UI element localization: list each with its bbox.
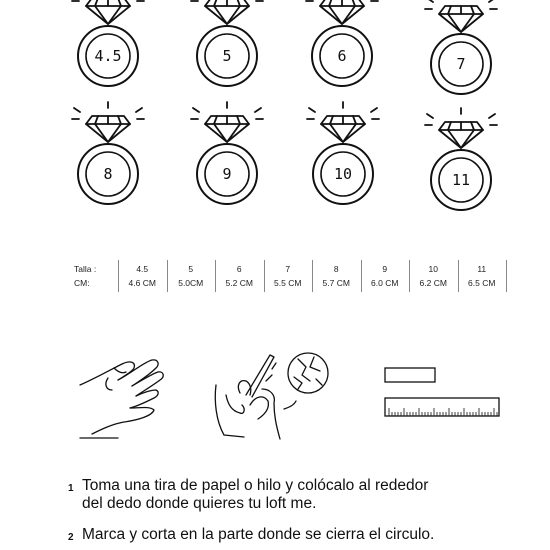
table-divider [166,260,168,292]
table-column: 5 5.0CM [167,258,216,294]
talla-value: 4.5 [136,264,149,274]
step-text-line1: Toma una tira de papel o hilo y colócalo… [82,477,429,494]
ring-size-6: 10 [303,101,383,216]
cm-value: 5.7 CM [322,278,350,288]
cm-value: 6.2 CM [419,278,447,288]
table-divider [360,260,362,292]
ruler-icon [384,367,500,417]
cm-value: 5.0CM [178,278,204,288]
step-number: 1 [68,483,74,494]
table-column: 9 6.0 CM [361,258,410,294]
ring-size-label: 8 [103,165,113,183]
hand-icon [79,359,164,439]
diamond-ring-icon [306,101,380,205]
size-table: Talla : CM: 4.5 4.6 CM 5 5.0CM 6 5.2 CM 7 5.5 C… [68,258,507,294]
ring-size-2: 6 [302,0,382,98]
talla-value: 11 [477,264,487,274]
cm-value: 4.6 CM [128,278,156,288]
table-divider [215,260,216,292]
table-column: 8 5.7 CM [312,258,361,294]
talla-value: 5 [188,264,194,274]
talla-value: 8 [333,264,339,274]
instruction-step: 1 Toma una tira de papel o hilo y colócal… [68,477,429,513]
table-header-cell: Talla : CM: [74,258,114,294]
ring-size-label: 5 [222,47,232,65]
talla-label: Talla : [74,264,97,274]
table-column: 10 6.2 CM [409,258,458,294]
diamond-ring-icon [190,0,264,87]
cm-value: 5.2 CM [225,278,253,288]
talla-value: 6 [236,264,242,274]
cm-value: 6.5 CM [468,278,496,288]
talla-value: 7 [285,264,291,274]
table-divider [312,260,313,292]
instruction-step: 2 Marca y corta en la parte donde se cier… [68,526,435,544]
step-text-line1: Marca y corta en la parte donde se cierr… [82,526,435,543]
ring-size-5: 9 [187,101,267,216]
diamond-ring-icon [424,0,498,95]
cm-value: 6.0 CM [371,278,399,288]
cm-label: CM: [74,278,90,288]
step-text-line2: del dedo donde quieres tu loft me. [82,495,317,512]
ring-size-label: 9 [222,165,232,183]
ring-size-label: 4.5 [94,47,122,65]
diamond-ring-icon [71,0,145,87]
talla-value: 9 [382,264,388,274]
ring-size-label: 10 [333,165,353,183]
ring-size-0: 4.5 [68,0,148,98]
table-column: 7 5.5 CM [264,258,313,294]
ring-size-3: 7 [421,0,501,106]
ring-size-4: 8 [68,101,148,216]
step-number: 2 [68,532,74,543]
ring-size-label: 6 [337,47,347,65]
diamond-ring-icon [71,101,145,205]
hands-marking-paper-icon [214,352,329,440]
talla-value: 10 [428,264,438,274]
ring-size-label: 11 [451,171,471,189]
diamond-ring-icon [305,0,379,87]
ring-size-7: 11 [421,107,501,222]
table-column: 4.5 4.6 CM [118,258,167,294]
table-divider [263,260,265,292]
table-column: 6 5.2 CM [215,258,264,294]
table-divider [409,260,410,292]
table-divider [506,260,507,292]
table-divider [457,260,459,292]
ring-size-label: 7 [456,55,466,73]
cm-value: 5.5 CM [274,278,302,288]
diamond-ring-icon [424,107,498,211]
diamond-ring-icon [190,101,264,205]
table-column: 11 6.5 CM [458,258,507,294]
table-divider [118,260,119,292]
ring-size-1: 5 [187,0,267,98]
